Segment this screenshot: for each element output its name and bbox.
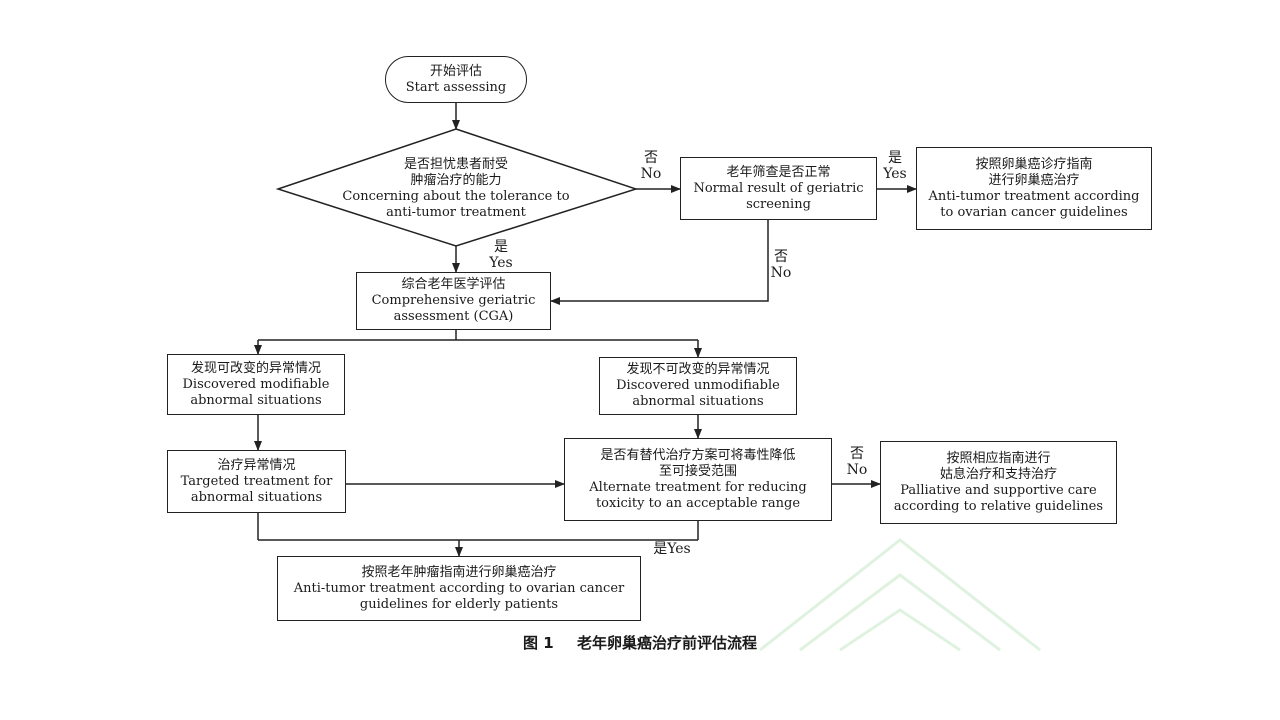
palliative-zh1: 按照相应指南进行 [946,450,1051,466]
elderly-zh: 按照老年肿瘤指南进行卵巢癌治疗 [361,564,557,580]
decision-tolerance-zh1: 是否担忧患者耐受 [403,157,508,172]
unmodifiable-en2: abnormal situations [632,394,764,409]
screening-en1: Normal result of geriatric [693,180,864,196]
start-node: 开始评估 Start assessing [385,56,527,103]
edge-label-no-1: 否 No [636,150,666,182]
edge-label-yes-2-en: Yes [489,255,513,271]
decision-tolerance-en2: anti-tumor treatment [386,205,526,220]
anti-tumor-guidelines-node: 按照卵巢癌诊疗指南 进行卵巢癌治疗 Anti-tumor treatment a… [916,147,1152,230]
palliative-en2: according to relative guidelines [893,498,1104,514]
edge-label-yes-3: 是Yes [653,541,691,557]
edge-label-no-1-en: No [640,166,662,182]
modifiable-zh: 发现可改变的异常情况 [190,360,321,376]
screening-en2: screening [746,196,811,212]
edge-label-no-1-zh: 否 [644,150,658,166]
screening-zh: 老年筛查是否正常 [726,164,831,180]
modifiable-en2: abnormal situations [190,392,322,408]
edge-screening-to-cga [550,220,769,305]
decision-tolerance-en1: Concerning about the tolerance to [342,189,570,204]
cga-node: 综合老年医学评估 Comprehensive geriatric assessm… [356,272,551,330]
cga-en2: assessment (CGA) [393,309,514,324]
edge-label-yes-1: 是 Yes [878,150,912,182]
edge-label-no-3: 否 No [842,446,872,478]
unmodifiable-node: 发现不可改变的异常情况 Discovered unmodifiable abno… [599,357,797,415]
unmodifiable-zh: 发现不可改变的异常情况 [626,362,770,377]
alternate-en1: Alternate treatment for reducing [589,479,807,495]
edge-label-no-3-en: No [846,462,868,478]
modifiable-node: 发现可改变的异常情况 Discovered modifiable abnorma… [167,354,345,415]
elderly-guidelines-node: 按照老年肿瘤指南进行卵巢癌治疗 Anti-tumor treatment acc… [277,556,641,621]
edge-label-yes-1-zh: 是 [888,150,902,166]
decision-tolerance-text: 是否担忧患者耐受 肿瘤治疗的能力 Concerning about the to… [318,152,594,226]
cga-en1: Comprehensive geriatric [371,293,536,308]
screening-node: 老年筛查是否正常 Normal result of geriatric scre… [680,157,877,220]
alternate-zh2: 至可接受范围 [658,463,737,479]
palliative-en1: Palliative and supportive care [900,482,1097,498]
alternate-node: 是否有替代治疗方案可将毒性降低 至可接受范围 Alternate treatme… [564,438,832,521]
start-node-en: Start assessing [405,79,507,95]
figure-caption: 图 1 老年卵巢癌治疗前评估流程 [0,632,1280,653]
targeted-node: 治疗异常情况 Targeted treatment for abnormal s… [167,450,346,513]
anti-tumor-zh2: 进行卵巢癌治疗 [988,172,1080,188]
elderly-en2: guidelines for elderly patients [359,596,559,612]
edge-label-yes-1-en: Yes [883,166,907,182]
edge-label-no-2-zh: 否 [774,249,788,265]
anti-tumor-zh1: 按照卵巢癌诊疗指南 [975,156,1093,172]
elderly-en1: Anti-tumor treatment according to ovaria… [293,580,625,596]
decision-tolerance-zh2: 肿瘤治疗的能力 [410,173,502,188]
modifiable-en1: Discovered modifiable [182,376,330,392]
palliative-zh2: 姑息治疗和支持治疗 [939,466,1057,482]
start-node-zh: 开始评估 [429,63,482,79]
alternate-en2: toxicity to an acceptable range [595,495,801,511]
cga-zh: 综合老年医学评估 [401,277,506,292]
anti-tumor-en2: to ovarian cancer guidelines [940,204,1128,220]
targeted-zh: 治疗异常情况 [217,457,296,473]
edge-label-no-2: 否 No [766,249,796,281]
anti-tumor-en1: Anti-tumor treatment according [928,188,1140,204]
targeted-en1: Targeted treatment for [180,473,333,489]
edge-label-no-3-zh: 否 [850,446,864,462]
alternate-zh1: 是否有替代治疗方案可将毒性降低 [600,447,796,463]
figure-number: 图 1 [523,634,554,652]
unmodifiable-en1: Discovered unmodifiable [616,378,780,393]
edge-label-yes-2: 是 Yes [484,239,518,271]
figure-title: 老年卵巢癌治疗前评估流程 [576,634,757,652]
edge-label-no-2-en: No [770,265,792,281]
watermark-logo [759,538,1041,652]
edge-label-yes-2-zh: 是 [494,239,508,255]
palliative-node: 按照相应指南进行 姑息治疗和支持治疗 Palliative and suppor… [880,441,1117,524]
targeted-en2: abnormal situations [190,489,323,505]
